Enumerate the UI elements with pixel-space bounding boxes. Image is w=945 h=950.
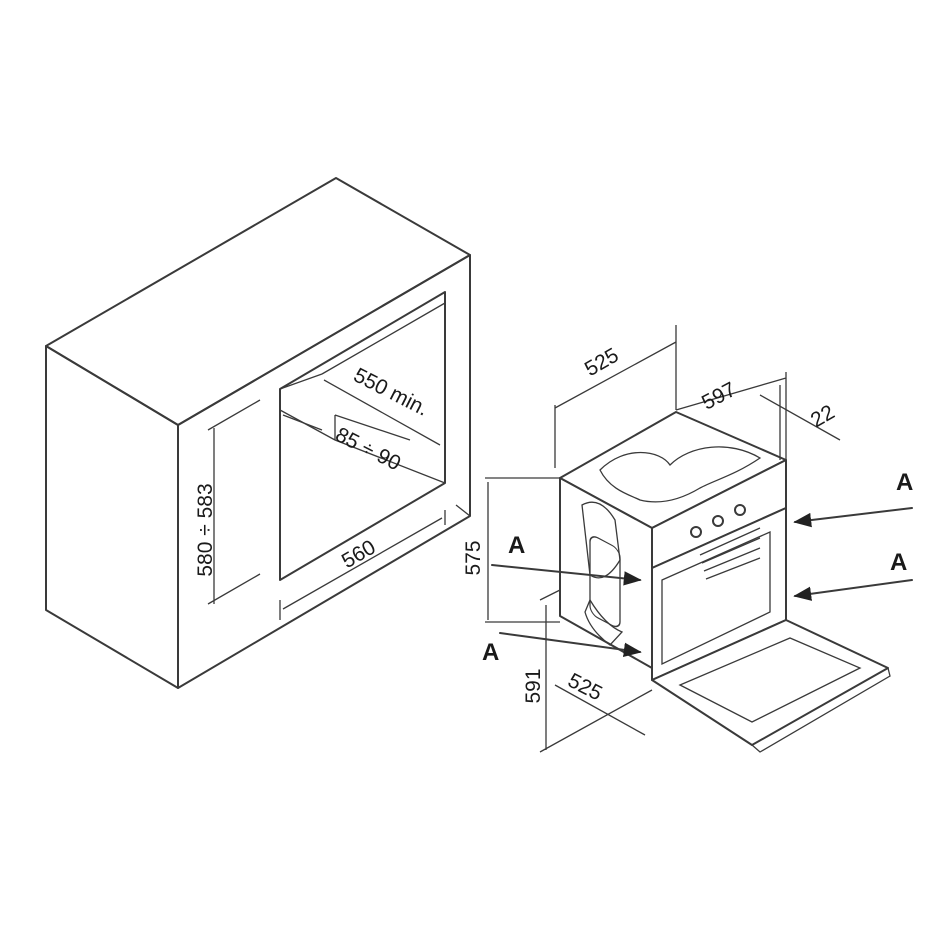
knob-icon	[690, 526, 702, 538]
oven-side-handle	[581, 501, 621, 579]
oven-depth-top-label: 525	[581, 344, 623, 381]
oven-body-height-label: 575	[462, 540, 485, 575]
knob-icon	[734, 504, 746, 516]
oven-front-height-label: 591	[522, 668, 545, 703]
callout-arrow-right-upper	[793, 507, 913, 528]
callout-arrow-left-upper	[491, 564, 642, 586]
callout-a-left-lower: A	[482, 639, 499, 666]
oven-rack-lines	[699, 527, 761, 580]
oven: 525 597 22 575 591 525 A A A A	[462, 325, 913, 753]
oven-door-window	[678, 637, 862, 723]
cabinet: 580 ÷ 583 560 550 min. 85 ÷ 90	[45, 177, 471, 689]
cabinet-front-face	[177, 254, 471, 689]
oven-width-label: 597	[698, 378, 740, 415]
knob-icon	[712, 515, 724, 527]
callout-a-right-lower: A	[890, 549, 907, 576]
callout-arrow-right-lower	[793, 579, 913, 601]
cabinet-side-face	[45, 345, 179, 689]
cabinet-opening-height-label: 580 ÷ 583	[194, 483, 217, 576]
callout-a-right-upper: A	[896, 469, 913, 496]
callout-a-left-upper: A	[508, 532, 525, 559]
oven-top-pattern	[599, 446, 762, 503]
oven-front-offset-label: 22	[807, 401, 839, 433]
oven-cavity	[661, 530, 771, 666]
cabinet-rear-gap-label: 85 ÷ 90	[332, 423, 405, 475]
oven-depth-side-label: 525	[564, 669, 606, 705]
callout-arrow-left-lower	[499, 632, 642, 657]
cabinet-depth-label: 550 min.	[350, 364, 432, 421]
